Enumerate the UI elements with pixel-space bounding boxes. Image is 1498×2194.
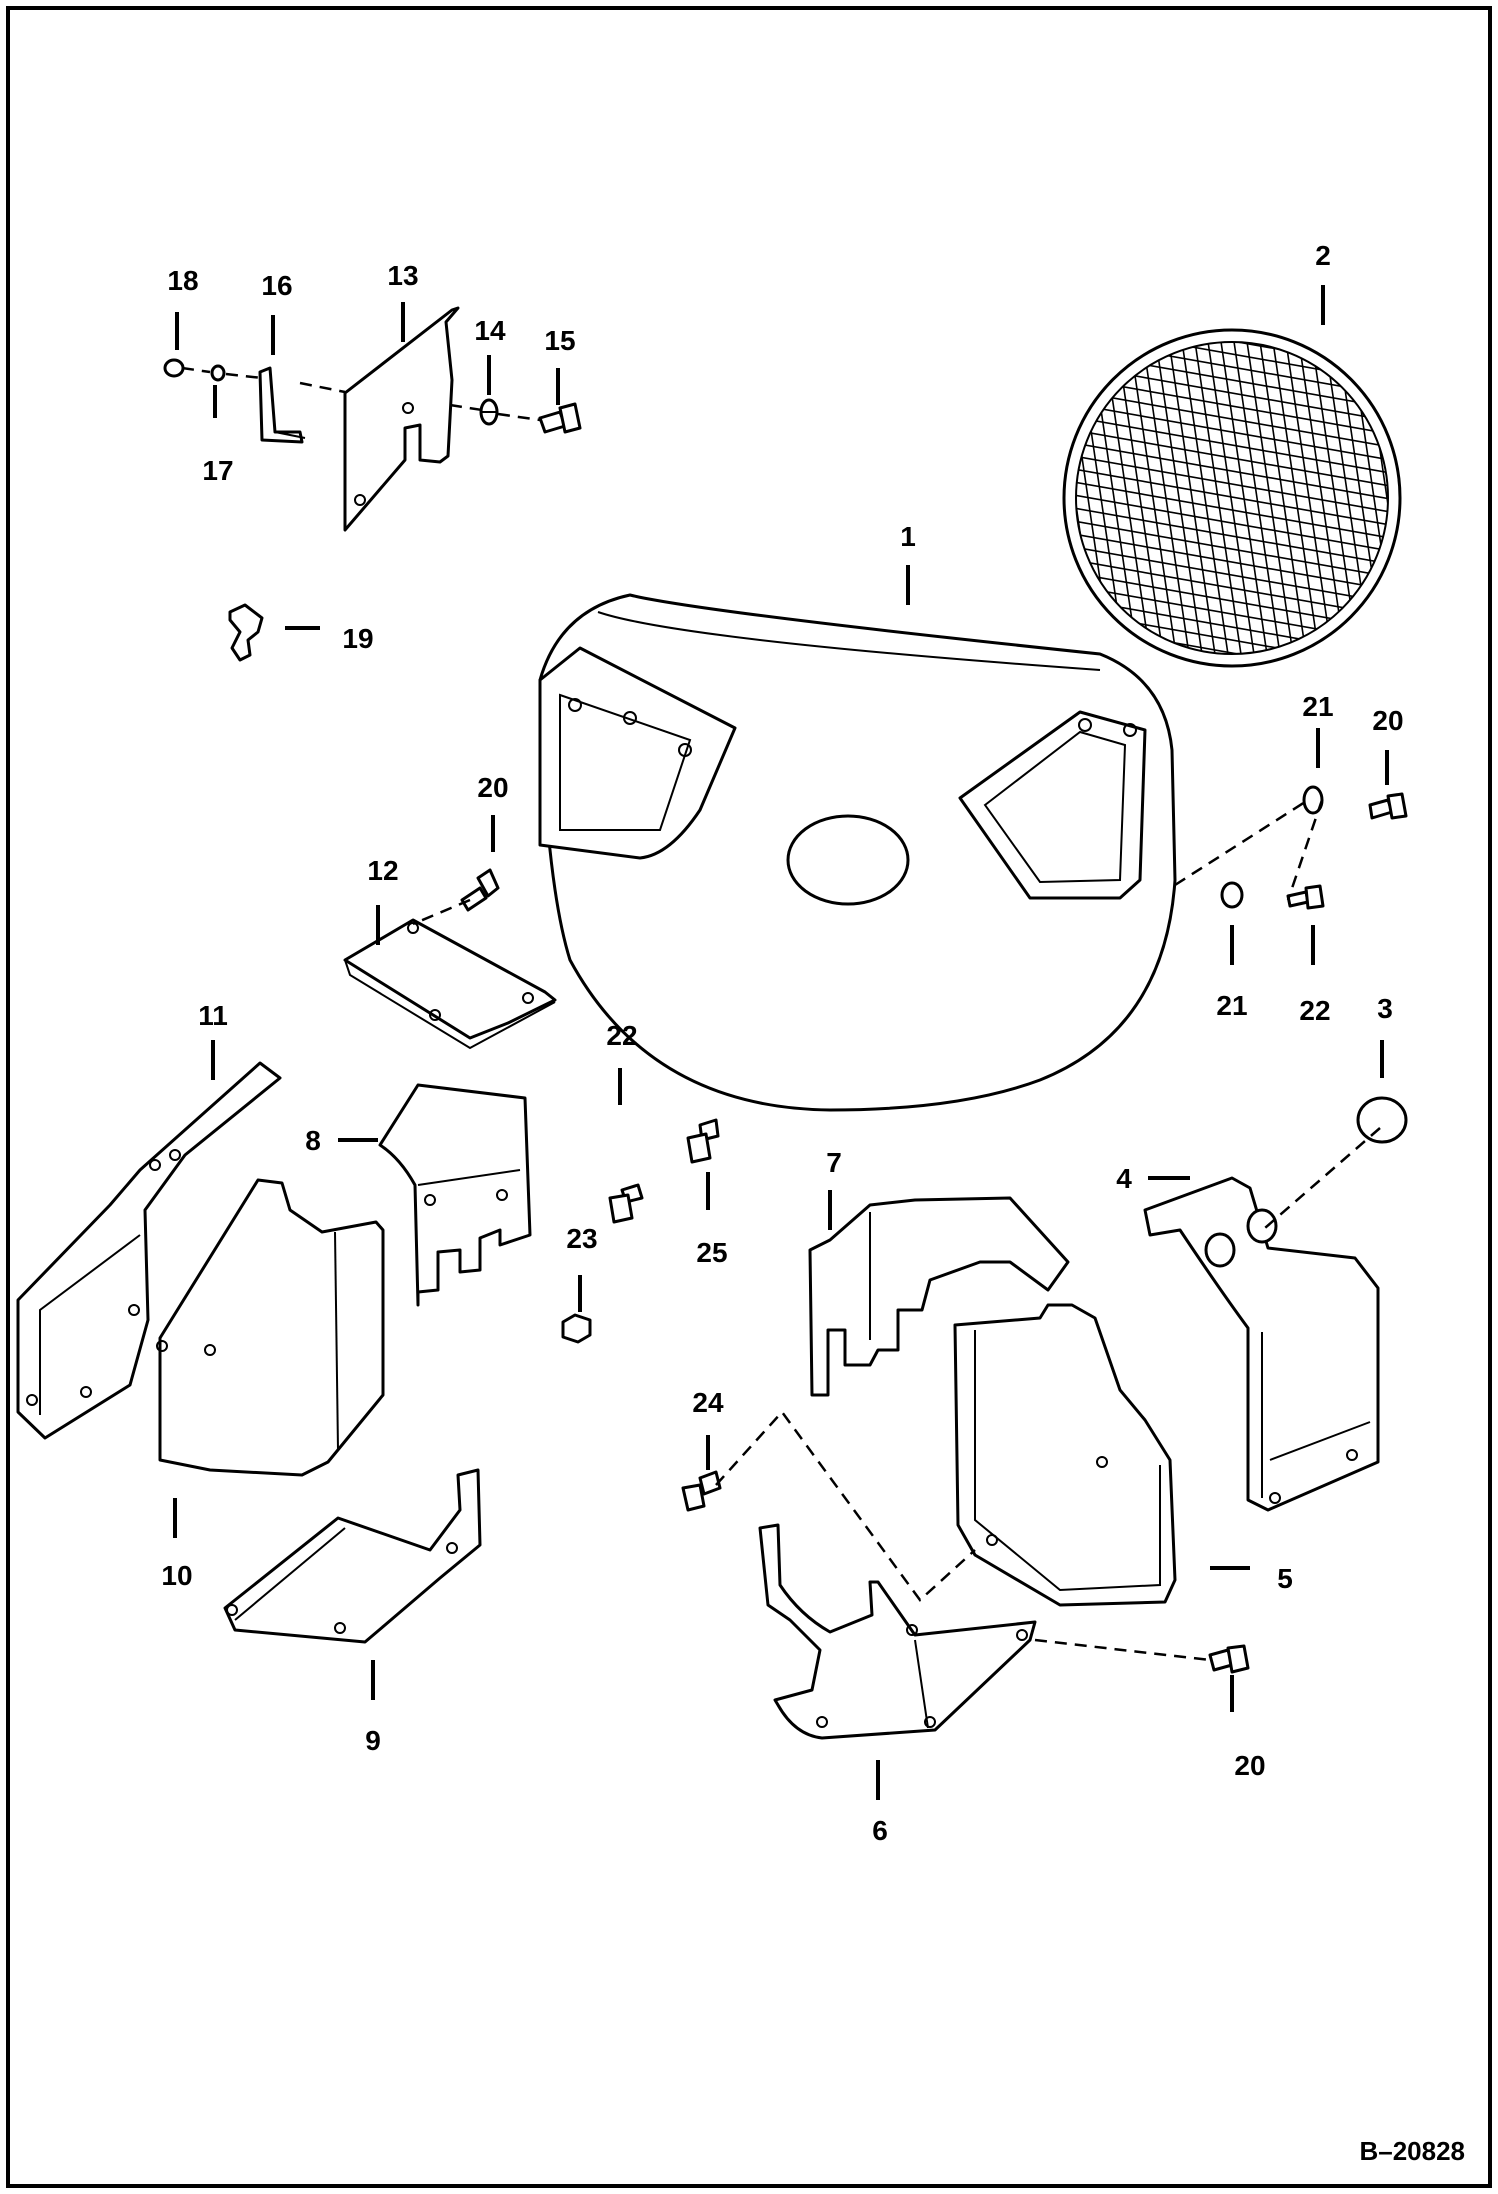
callout-18: 18 [167,265,198,296]
callout-21-lower: 21 [1216,990,1247,1021]
bolt-20-right [1368,792,1408,820]
grill-mesh-line [1192,342,1244,654]
grill-mesh-line [1076,453,1388,515]
part-8-shield [378,1083,532,1307]
grill-mesh-line [1231,342,1283,654]
callout-2: 2 [1315,240,1331,271]
part-13-plate [343,306,460,532]
grill-mesh-line [1076,531,1388,593]
part-11-bracket [16,1061,282,1440]
callout-3: 3 [1377,993,1393,1024]
callout-8: 8 [305,1125,321,1156]
callout-14: 14 [474,315,506,346]
callout-16: 16 [261,270,292,301]
callout-20-upper-left: 20 [477,772,508,803]
part-5-side-panel [953,1303,1177,1607]
part-1-fan-shroud [538,593,1177,1112]
callout-10: 10 [161,1560,192,1591]
part-3-seal [1356,1096,1408,1144]
grill-mesh-line [1179,342,1231,654]
part-9-bottom-plate [223,1468,482,1644]
part-16-angle-bracket [258,366,306,444]
callout-12: 12 [367,855,398,886]
bolt-22-right [1286,884,1325,910]
part-10-side-panel [156,1178,385,1477]
callout-17: 17 [202,455,233,486]
grill-mesh-line [1205,342,1257,654]
callout-6: 6 [872,1815,888,1846]
grill-mesh-line [1257,342,1309,654]
grill-mesh-line [1127,342,1179,654]
drawing-frame [6,6,1492,2188]
callout-20-lower-right: 20 [1234,1750,1265,1781]
part-18-nut [163,358,185,378]
part-4-panel [1143,1176,1380,1512]
bolt-20-upper-left [460,868,500,912]
part-14-nut [479,398,499,426]
washer-21-center [1220,881,1244,909]
grill-mesh-line [1153,342,1205,654]
bolt-25 [686,1118,720,1164]
grill-mesh-line [1076,414,1388,476]
callout-7: 7 [826,1147,842,1178]
part-2-grill [1062,328,1402,668]
grill-mesh-line [1270,342,1322,654]
grill-mesh-line [1076,505,1388,567]
part-12-bracket [343,918,557,1050]
callout-22-center: 22 [606,1020,637,1051]
part-17-lockwasher [210,364,226,382]
callout-labels: 1 2 3 4 5 6 7 8 9 10 11 12 13 14 15 16 1… [161,240,1465,2166]
callout-4: 4 [1116,1163,1132,1194]
grill-mesh-line [1166,342,1218,654]
callout-23: 23 [566,1223,597,1254]
callout-21-upper: 21 [1302,691,1333,722]
part-6-bottom-plate [758,1523,1037,1740]
callout-19: 19 [342,623,373,654]
grill-mesh-line [1076,466,1388,528]
grill-mesh-line [1076,544,1388,606]
nut-23 [561,1313,592,1344]
bolt-20-lower-right [1208,1644,1250,1674]
part-19-clip [228,603,264,662]
grill-mesh-line [1218,342,1270,654]
callout-25: 25 [696,1237,727,1268]
callout-9: 9 [365,1725,381,1756]
grill-mesh-line [1076,492,1388,554]
bolt-22-center [608,1183,644,1224]
callout-24: 24 [692,1387,724,1418]
grill-mesh-line [1076,440,1388,502]
callout-5: 5 [1277,1563,1293,1594]
callout-11: 11 [198,1000,228,1031]
grill-mesh-line [1076,479,1388,541]
callout-22-right: 22 [1299,995,1330,1026]
callout-15: 15 [544,325,575,356]
grill-mesh-line [1283,342,1335,654]
part-7-shield [808,1196,1070,1397]
callout-1: 1 [900,521,916,552]
drawing-reference-number: B–20828 [1359,2136,1465,2166]
leader-lines [173,285,1389,1800]
bolt-24 [681,1470,722,1512]
assembly-lines [181,366,1381,1662]
grill-mesh-line [1296,342,1348,654]
callout-13: 13 [387,260,418,291]
grill-mesh-line [1076,401,1388,463]
callout-20-right: 20 [1372,705,1403,736]
part-15-bolt [538,402,582,434]
